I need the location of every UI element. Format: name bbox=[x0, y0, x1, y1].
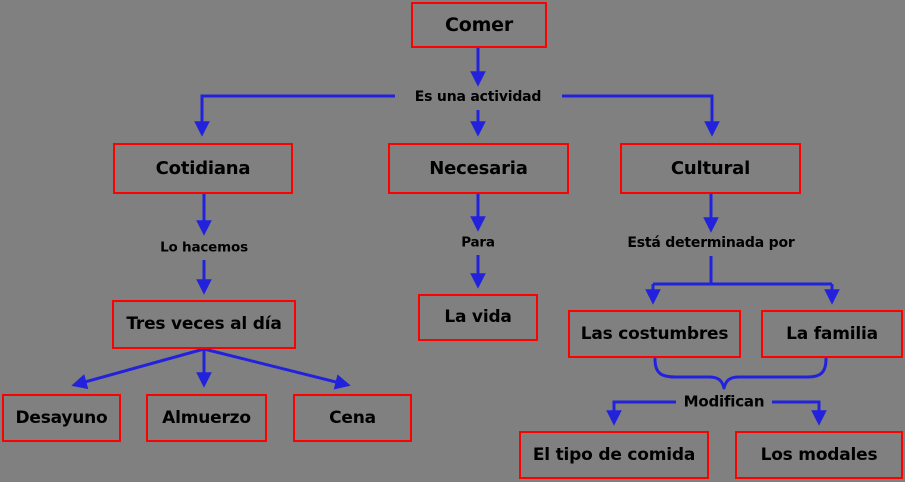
edge-label-para: Para bbox=[461, 234, 495, 251]
node-la-familia-label: La familia bbox=[786, 323, 878, 344]
node-cultural[interactable]: Cultural bbox=[620, 143, 801, 194]
node-comer[interactable]: Comer bbox=[411, 2, 547, 48]
node-comer-label: Comer bbox=[444, 13, 514, 36]
node-la-vida-label: La vida bbox=[444, 307, 512, 327]
node-cultural-label: Cultural bbox=[670, 157, 751, 179]
edge-modifican-to-modales bbox=[772, 400, 827, 426]
edge-actividad-bar-left bbox=[194, 94, 395, 137]
node-las-costumbres[interactable]: Las costumbres bbox=[568, 310, 741, 358]
edge-actividad-bar-right bbox=[562, 94, 720, 137]
edge-tresveces-to-desayuno bbox=[71, 347, 205, 390]
node-necesaria[interactable]: Necesaria bbox=[388, 143, 569, 194]
node-almuerzo[interactable]: Almuerzo bbox=[146, 394, 267, 442]
node-cotidiana[interactable]: Cotidiana bbox=[113, 143, 293, 194]
node-cena-label: Cena bbox=[329, 407, 376, 428]
node-tres-veces-al-dia-label: Tres veces al día bbox=[126, 314, 282, 334]
node-desayuno[interactable]: Desayuno bbox=[2, 394, 121, 442]
node-los-modales-label: Los modales bbox=[760, 444, 878, 465]
node-cotidiana-label: Cotidiana bbox=[155, 157, 251, 179]
node-cena[interactable]: Cena bbox=[293, 394, 412, 442]
node-necesaria-label: Necesaria bbox=[429, 157, 528, 179]
node-el-tipo-de-comida-label: El tipo de comida bbox=[532, 444, 696, 465]
edge-brace-to-modifican bbox=[653, 357, 828, 390]
node-las-costumbres-label: Las costumbres bbox=[580, 323, 729, 344]
edge-tresveces-to-cena bbox=[203, 347, 351, 390]
node-la-vida[interactable]: La vida bbox=[418, 294, 538, 341]
edge-label-modifican: Modifican bbox=[683, 392, 765, 411]
edge-label-es-una-actividad: Es una actividad bbox=[414, 89, 542, 105]
node-los-modales[interactable]: Los modales bbox=[735, 431, 903, 479]
node-el-tipo-de-comida[interactable]: El tipo de comida bbox=[519, 431, 709, 479]
node-almuerzo-label: Almuerzo bbox=[162, 407, 251, 428]
edge-modifican-to-tipocomida bbox=[606, 400, 676, 426]
edge-label-esta-determinada-por: Está determinada por bbox=[627, 235, 795, 251]
node-la-familia[interactable]: La familia bbox=[761, 310, 903, 358]
node-tres-veces-al-dia[interactable]: Tres veces al día bbox=[112, 300, 296, 349]
node-desayuno-label: Desayuno bbox=[15, 407, 108, 428]
edge-label-lo-hacemos: Lo hacemos bbox=[160, 239, 248, 256]
